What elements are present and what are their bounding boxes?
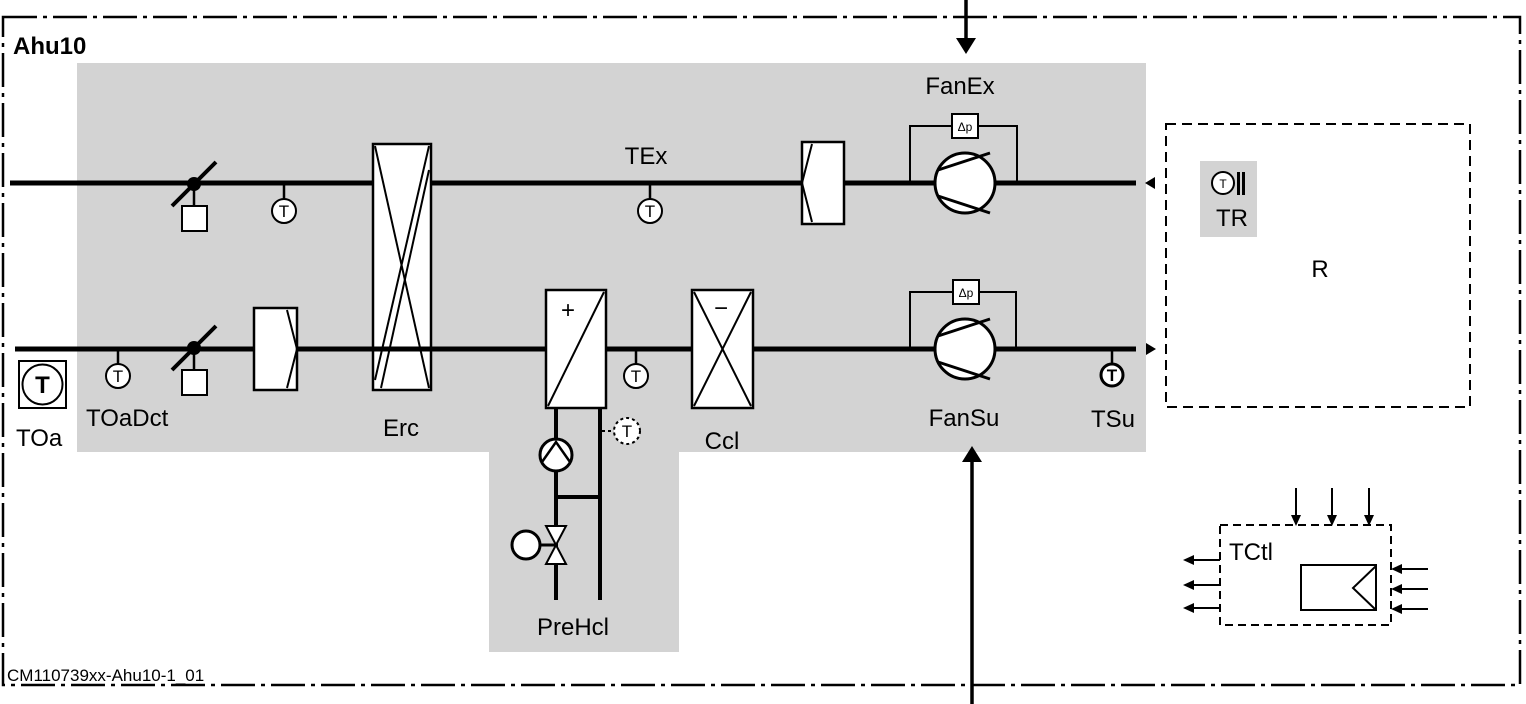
outdoor-air-damper xyxy=(170,324,218,396)
svg-text:T: T xyxy=(645,202,655,221)
drawing-id: CM110739xx-Ahu10-1_01 xyxy=(7,666,204,685)
temp-return-water-sensor: T xyxy=(602,417,641,445)
temp-exhaust-label: TEx xyxy=(625,143,668,170)
fan-supply-label: FanSu xyxy=(929,405,1000,432)
temp-supply-label: TSu xyxy=(1091,406,1135,433)
preheater-label: PreHcl xyxy=(537,614,609,641)
fan-exhaust: Δp xyxy=(909,113,1018,215)
svg-text:T: T xyxy=(631,367,641,386)
energy-recovery-label: Erc xyxy=(383,415,419,442)
cooler-sign: − xyxy=(714,295,728,322)
temp-room-label: TR xyxy=(1216,205,1248,232)
temp-room-sensor: T xyxy=(1200,161,1257,237)
exhaust-filter xyxy=(800,140,846,226)
plant-area xyxy=(77,63,1146,652)
preheater-valve xyxy=(510,525,568,565)
preheater-sign: + xyxy=(561,297,575,324)
temp-controller-label: TCtl xyxy=(1229,539,1273,566)
temp-controller-outputs xyxy=(1183,555,1220,613)
room-label: R xyxy=(1311,256,1328,283)
svg-text:T: T xyxy=(1219,177,1227,191)
supply-outlet-arrow xyxy=(1146,343,1156,355)
temp-supply-sensor: T xyxy=(1099,349,1125,388)
fan-exhaust-dp-label: Δp xyxy=(958,120,973,134)
preheater-pump xyxy=(538,437,574,473)
fan-supply-command-arrow xyxy=(962,446,982,704)
energy-recovery-exchanger xyxy=(371,142,433,392)
room-boundary xyxy=(1165,123,1471,408)
svg-text:T: T xyxy=(622,422,632,441)
temp-controller-side-inputs xyxy=(1391,564,1428,614)
temp-outdoor-label: TOa xyxy=(16,425,63,452)
system-boundary xyxy=(1,15,1522,687)
temp-outdoor-sensor: T xyxy=(18,360,67,409)
cooler-coil: − xyxy=(690,288,755,410)
exhaust-damper xyxy=(170,160,218,232)
exhaust-inlet-arrow xyxy=(1145,177,1155,189)
temp-controller xyxy=(1219,524,1392,626)
fan-exhaust-command-arrow xyxy=(956,0,976,54)
fan-supply-dp-label: Δp xyxy=(959,286,974,300)
temp-exhaust-sensor: T xyxy=(637,183,663,224)
temp-controller-top-inputs xyxy=(1291,488,1374,526)
preheater-coil: + xyxy=(544,288,608,410)
svg-text:T: T xyxy=(279,202,289,221)
exhaust-temp-sensor-1: T xyxy=(271,183,297,224)
svg-text:T: T xyxy=(113,367,123,386)
fan-exhaust-label: FanEx xyxy=(925,73,994,100)
svg-text:T: T xyxy=(35,372,50,399)
temp-after-preheater-sensor: T xyxy=(623,349,649,389)
outdoor-air-filter xyxy=(252,306,299,392)
cooler-label: Ccl xyxy=(705,428,740,455)
temp-outdoor-duct-label: TOaDct xyxy=(86,405,169,432)
temp-outdoor-duct-sensor: T xyxy=(105,349,131,389)
fan-supply: Δp xyxy=(909,279,1017,381)
svg-text:T: T xyxy=(1107,366,1118,385)
diagram-title: Ahu10 xyxy=(13,33,86,60)
